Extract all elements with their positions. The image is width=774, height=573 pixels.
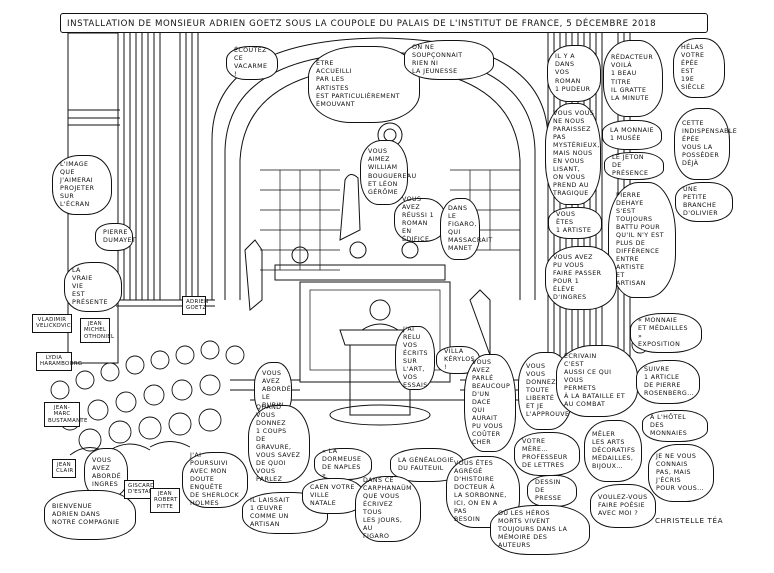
name-label: Jean Michel Othoniel [80,318,114,344]
speech-bubble: Bienvenue Adrien dans notre compagnie [44,490,136,540]
speech-bubble: Il y a dans vos roman 1 pudeur [547,45,601,102]
name-label: Jean Robert Pitte [150,488,180,514]
speech-bubble: La vraie vie est présente [64,262,122,312]
speech-bubble: Dans ce carphanaüm que vous écrivez tous… [355,476,421,542]
speech-bubble: « La Dormeuse de Naples » [314,448,372,480]
name-label: Jean- Marc Bustamante [44,402,87,428]
speech-bubble: Être accueilli par les artistes est part… [308,46,420,123]
speech-bubble: Caen votre ville natale [302,478,364,514]
speech-bubble: Cette indispensable épée vous la posséde… [674,108,737,180]
speech-bubble: Vous êtes 1 artiste [548,207,602,239]
drawing-title: Installation de Monsieur Adrien Goetz so… [60,13,708,33]
speech-bubble: Le jeton de présence [604,152,664,180]
name-label: Vladimir Velickovic [32,314,72,333]
left-pillar-moulding [68,109,120,126]
speech-bubble: J'ai poursuivi avec mon doute enquête de… [182,452,248,508]
academicians-row [274,241,446,281]
speech-bubble: Dessin de presse [527,475,577,507]
speech-bubble: Dans le Figaro, qui massacrait Manet [440,198,492,260]
speech-bubble: Vous avez parlé beaucoup d'un dace qui a… [464,354,516,452]
speech-bubble: Votre mère… professeur de lettres [514,432,580,476]
speech-bubble: Écoutez ce vacarme ! [226,46,278,80]
speech-bubble: Une petite branche d'olivier [675,182,733,222]
speech-bubble: L'image que j'aimerai projeter sur l'écr… [52,155,112,215]
speech-bubble: Pierre Dehaye s'est toujours battu pour … [608,182,676,298]
speech-bubble: Vous vous ne nous paraissez pas mystérie… [545,103,601,205]
name-label: Lydia Harambourg [36,352,82,371]
speech-bubble: Rédacteur voilà 1 beau titre il gratte l… [603,40,663,117]
name-label: Jean Clair [52,459,76,478]
speech-bubble: La monnaie 1 musée [602,120,662,150]
speech-bubble: Où les héros morts vivent toujours dans … [490,505,590,555]
left-fluted-columns [116,33,215,307]
speech-bubble: Vous avez réussi 1 roman en édifice [394,196,446,243]
speech-bubble: Vous êtes agrégé d'histoire docteur à la… [446,456,520,528]
artist-signature: Christelle Téa [655,516,724,525]
lectern-base [329,404,431,426]
speech-bubble: Vous aimez William Bouguereau et Léon Gé… [360,140,416,205]
photographer [244,239,263,311]
speech-bubble: Hélas votre épée est 19e siècle [673,38,725,98]
name-label: Adrien Goetz [182,296,208,315]
speech-bubble: Voulez-vous faire poésie avec moi ? [590,484,656,528]
speech-bubble: On ne soupçonnait rien ni la jeunesse [404,40,494,80]
speech-bubble: Mêler les arts décoratifs médailles, bij… [584,420,642,482]
speech-bubble: À l'Hôtel des Monnaies [642,410,708,442]
crowd-heads [50,331,669,456]
speech-bubble: Pierre Dumayet [95,223,136,251]
stage-screen [299,281,451,383]
speech-bubble: « Monnaie et médailles » exposition [630,313,702,353]
speech-bubble: Suivre 1 article de Pierre Rosenberg… [636,360,700,404]
speech-bubble: Vous avez pu vous faire passer pour 1 él… [545,246,617,310]
speaker-head [369,299,391,321]
speech-bubble: Écrivain c'est aussi ce qui vous permets… [556,345,638,417]
speech-bubble: Je ne vous connais pas, mais j'écris pou… [648,444,714,502]
speech-bubble: J'ai relu vos écrits sur l'art, vos essa… [395,326,435,390]
speech-bubble: Quand vous donnez 1 coups de gravure, vo… [248,404,310,483]
central-arch-outer [211,37,549,300]
standing-figure [469,289,491,356]
statue [339,174,361,241]
speech-bubble: Vous avez abordé Ingres [84,448,128,498]
